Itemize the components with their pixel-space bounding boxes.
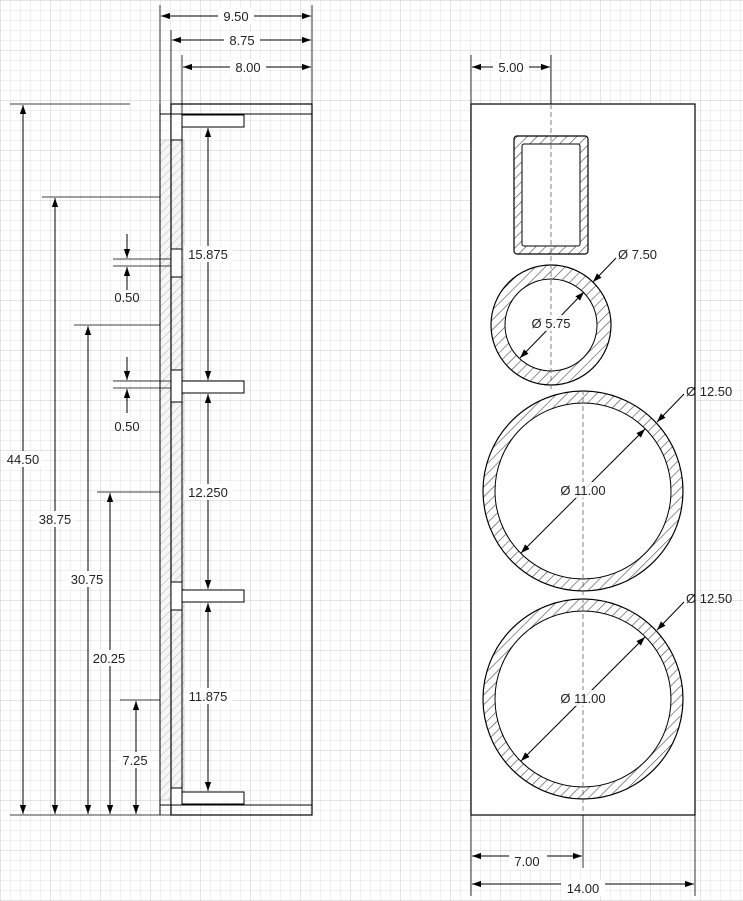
label-bg-s3 <box>184 688 232 704</box>
label-bg-h7 <box>118 752 152 768</box>
dim-gap-0-50-b: 0.50 <box>114 419 139 434</box>
label-bg-port-inner <box>528 315 576 331</box>
dim-top-5-00: 5.00 <box>498 60 523 75</box>
label-bg-w3 <box>230 59 266 75</box>
shelf-3-brace <box>181 589 245 603</box>
label-bg-5 <box>493 59 529 75</box>
label-bg-driver-2-inner <box>555 690 611 706</box>
label-bg-h30 <box>68 571 106 587</box>
shelf-3-notch <box>170 581 183 611</box>
dim-height-38-75: 38.75 <box>39 512 72 527</box>
top-brace <box>181 114 245 128</box>
top-cap-piece <box>170 113 183 141</box>
label-bg-s1 <box>184 246 232 262</box>
dim-spacing-12-250: 12.250 <box>188 485 228 500</box>
shelf-2-notch <box>170 369 183 403</box>
dim-spacing-11-875: 11.875 <box>189 689 228 704</box>
leader-driver-1-outer <box>656 393 685 423</box>
bottom-brace <box>181 791 245 805</box>
dim-bottom-7-00: 7.00 <box>514 854 539 869</box>
side-box-outline <box>170 103 313 816</box>
dim-driver-1-inner-diameter: Ø 11.00 <box>560 483 605 498</box>
shelf-2-brace <box>181 380 245 394</box>
dim-driver-2-outer-diameter: Ø 12.50 <box>686 591 732 606</box>
dim-driver-2-inner-diameter: Ø 11.00 <box>560 691 605 706</box>
leader-driver-2-outer <box>656 601 685 631</box>
dim-height-7-25: 7.25 <box>122 753 147 768</box>
dim-bottom-14-00: 14.00 <box>567 881 600 896</box>
label-bg-w2 <box>224 32 260 48</box>
label-bg-7 <box>509 853 547 869</box>
label-bg-14 <box>561 880 605 896</box>
dim-width-9-50: 9.50 <box>223 9 248 24</box>
dim-height-30-75: 30.75 <box>71 572 104 587</box>
label-bg-h44 <box>4 451 42 467</box>
label-bg-h38 <box>36 511 74 527</box>
label-bg-h20 <box>90 650 128 666</box>
shelf-1-notch <box>170 248 183 278</box>
label-bg-driver-1-inner <box>555 482 611 498</box>
label-bg-s2 <box>184 484 232 500</box>
dim-port-inner-diameter: Ø 5.75 <box>531 316 570 331</box>
leader-port-outer <box>592 257 617 283</box>
front-view: 5.00 7.00 14.00 Ø 7.50 Ø 5.75 Ø 12.50 Ø … <box>470 55 732 896</box>
side-view: 9.50 8.75 8.00 44.50 38.75 30.75 20.25 7… <box>4 5 313 816</box>
dim-spacing-15-875: 15.875 <box>188 247 228 262</box>
label-bg-w1 <box>218 8 254 24</box>
bottom-cap-piece <box>170 787 183 806</box>
dim-driver-1-outer-diameter: Ø 12.50 <box>686 384 732 399</box>
dim-height-20-25: 20.25 <box>93 651 126 666</box>
dim-height-44-50: 44.50 <box>7 452 40 467</box>
dim-gap-0-50-a: 0.50 <box>114 290 139 305</box>
dim-width-8-75: 8.75 <box>229 33 254 48</box>
dim-port-outer-diameter: Ø 7.50 <box>618 247 657 262</box>
dim-width-8-00: 8.00 <box>235 60 260 75</box>
baffle-section <box>159 139 185 801</box>
